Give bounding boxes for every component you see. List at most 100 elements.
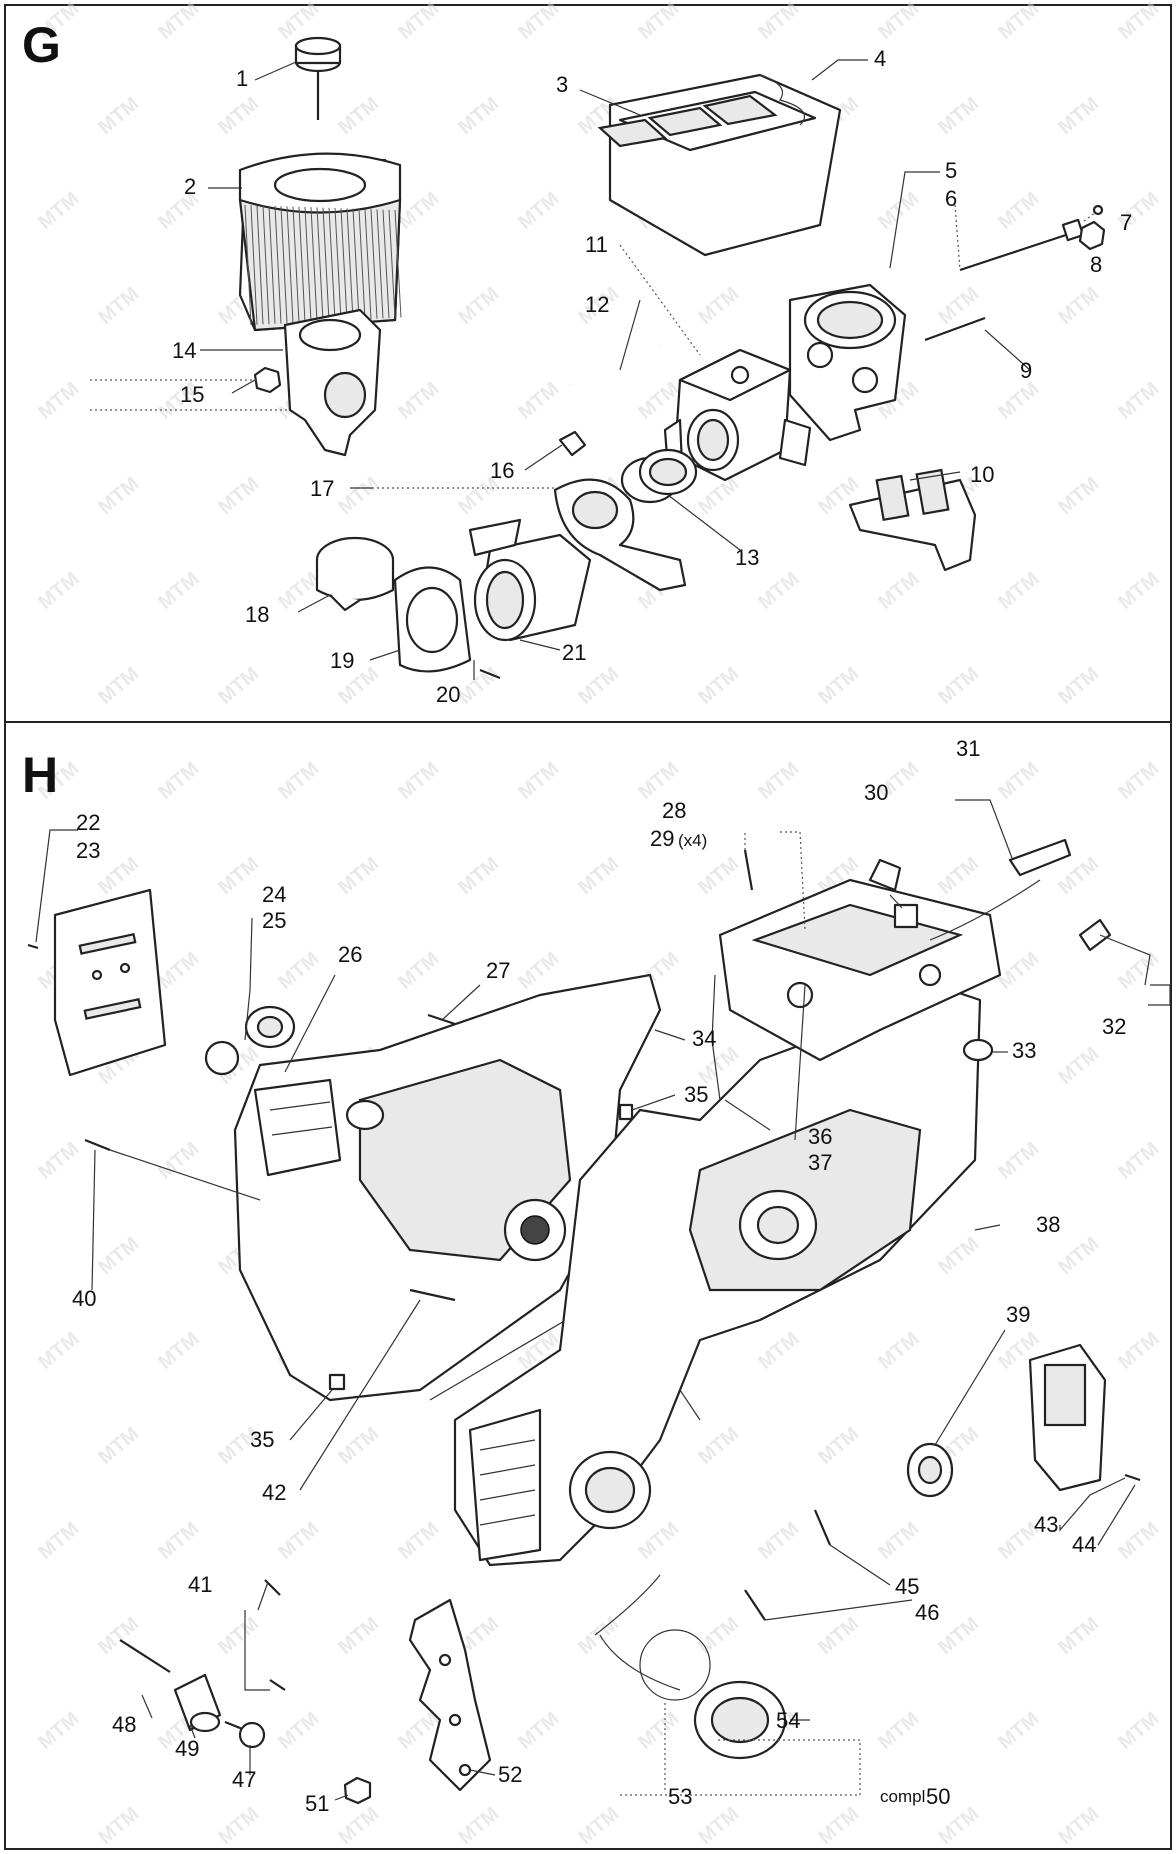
part-connector-31 (929, 838, 1072, 941)
filter-rib (280, 206, 288, 324)
filter-rib (274, 205, 282, 324)
part-screw-44 (1124, 1473, 1141, 1482)
callout-39: 39 (1006, 1302, 1030, 1327)
watermark-text: MTM (274, 1518, 323, 1564)
part-spacer-47 (224, 1720, 266, 1749)
watermark-text: MTM (454, 283, 503, 329)
watermark-text: MTM (574, 663, 623, 709)
watermark-text: MTM (1054, 1233, 1103, 1279)
callout-44: 44 (1072, 1532, 1096, 1557)
watermark-text: MTM (994, 758, 1043, 804)
watermark-text: MTM (94, 1233, 143, 1279)
callout-labels: 1 2 3 4 5 6 7 8 9 10 11 12 13 14 15 16 1… (72, 46, 1132, 1816)
filter-rib (382, 209, 390, 319)
watermark-text: MTM (754, 0, 803, 44)
part-bumper-spike-52 (408, 1598, 492, 1792)
watermark-text: MTM (34, 568, 83, 614)
watermark-text: MTM (394, 188, 443, 234)
watermark-text: MTM (694, 663, 743, 709)
section-label-g: G (22, 17, 61, 73)
filter-rib (340, 208, 348, 321)
callout-16: 16 (490, 458, 514, 483)
watermark-text: MTM (874, 1328, 923, 1374)
watermark-text: MTM (514, 188, 563, 234)
callout-47: 47 (232, 1767, 256, 1792)
filter-rib (256, 205, 264, 325)
part-air-filter-cover (597, 73, 842, 257)
part-gasket-plate (393, 566, 472, 673)
part-crankcase-right (453, 988, 982, 1567)
part-filter-holder (283, 308, 382, 457)
callout-48: 48 (112, 1712, 136, 1737)
callout-43: 43 (1034, 1512, 1058, 1537)
callout-51: 51 (305, 1791, 329, 1816)
watermark-text: MTM (34, 1138, 83, 1184)
callout-52: 52 (498, 1762, 522, 1787)
callout-26: 26 (338, 942, 362, 967)
filter-rib (370, 209, 378, 319)
filter-rib (352, 208, 360, 320)
callout-28: 28 (662, 798, 686, 823)
watermark-text: MTM (94, 853, 143, 899)
filter-rib (334, 207, 342, 321)
callout-20: 20 (436, 682, 460, 707)
callout-29-qty: (x4) (678, 831, 707, 850)
callout-8: 8 (1090, 252, 1102, 277)
watermark-text: MTM (394, 758, 443, 804)
part-bolt-48 (119, 1639, 171, 1673)
watermark-text: MTM (154, 1328, 203, 1374)
watermark-text: MTM (934, 1613, 983, 1659)
section-divider (4, 721, 1172, 723)
callout-6: 6 (945, 186, 957, 211)
part-crankcase-left (233, 973, 662, 1402)
watermark-text: MTM (214, 853, 263, 899)
callout-54: 54 (776, 1708, 800, 1733)
watermark-text: MTM (154, 758, 203, 804)
callout-50: 50 (926, 1784, 950, 1809)
watermark-text: MTM (574, 1803, 623, 1849)
part-grommet-30 (893, 903, 919, 929)
watermark-text: MTM (154, 1138, 203, 1184)
callout-38: 38 (1036, 1212, 1060, 1237)
callout-32: 32 (1102, 1014, 1126, 1039)
watermark-text: MTM (94, 93, 143, 139)
part-manifold-bracket (553, 478, 687, 592)
watermark-text: MTM (154, 0, 203, 44)
watermark-text: MTM (994, 0, 1043, 44)
part-stud-42 (409, 1288, 456, 1302)
watermark-text: MTM (454, 1803, 503, 1849)
callout-33: 33 (1012, 1038, 1036, 1063)
callout-19: 19 (330, 648, 354, 673)
part-choke-bracket (848, 468, 977, 572)
watermark-text: MTM (34, 1708, 83, 1754)
callout-7: 7 (1120, 210, 1132, 235)
watermark-text: MTM (574, 853, 623, 899)
watermark-text: MTM (874, 1518, 923, 1564)
watermark-text: MTM (454, 93, 503, 139)
part-long-bolt (924, 218, 1085, 342)
watermark-text: MTM (94, 1803, 143, 1849)
watermark-text: MTM (1114, 1138, 1163, 1184)
watermark-text: MTM (1054, 1803, 1103, 1849)
watermark-text: MTM (814, 663, 863, 709)
watermark-text: MTM (1054, 1613, 1103, 1659)
part-nut-15 (253, 366, 282, 394)
watermark-text: MTM (394, 1518, 443, 1564)
part-intake-boot (468, 518, 592, 642)
filter-rib (286, 206, 294, 323)
watermark-text: MTM (94, 283, 143, 329)
watermark-text: MTM (1114, 1518, 1163, 1564)
watermark-text: MTM (34, 188, 83, 234)
callout-13: 13 (735, 545, 759, 570)
watermark-text: MTM (934, 93, 983, 139)
watermark-text: MTM (214, 1613, 263, 1659)
watermark-text: MTM (994, 1138, 1043, 1184)
watermark-text: MTM (694, 853, 743, 899)
watermark-text: MTM (814, 1803, 863, 1849)
watermark-text: MTM (34, 1328, 83, 1374)
callout-41: 41 (188, 1572, 212, 1597)
part-oil-cap-54 (693, 1680, 787, 1760)
callout-40: 40 (72, 1286, 96, 1311)
watermark-text: MTM (454, 663, 503, 709)
section-label-h: H (22, 747, 58, 803)
